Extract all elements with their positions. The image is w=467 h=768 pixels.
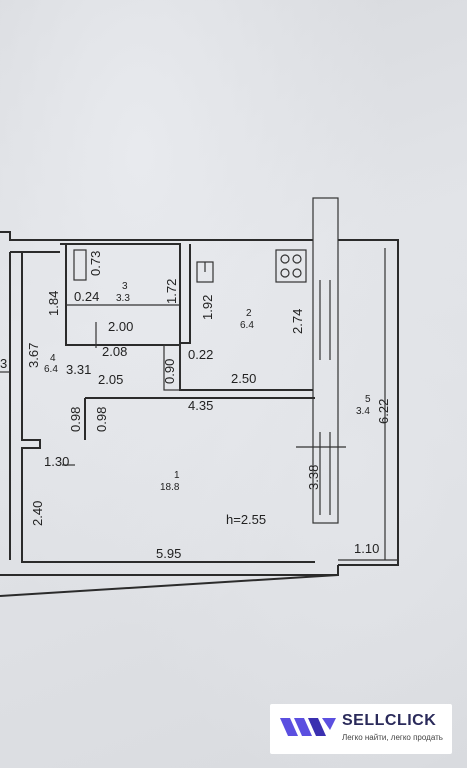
room-1-number: 1 [174, 470, 180, 481]
dim-073: 0.73 [88, 251, 103, 276]
dim-172: 1.72 [164, 279, 179, 304]
dim-024: 0.24 [74, 289, 99, 304]
dim-250: 2.50 [231, 371, 256, 386]
dim-274: 2.74 [290, 309, 305, 334]
dim-200: 2.00 [108, 319, 133, 334]
sellclick-tagline: Легко найти, легко продать [342, 733, 443, 742]
room-4-area: 6.4 [44, 364, 58, 375]
room-5-area: 3.4 [356, 406, 370, 417]
door-frame [163, 344, 181, 391]
dim-205: 2.05 [98, 372, 123, 387]
hall-inner-wall [21, 252, 315, 563]
dim-331: 3.31 [66, 362, 91, 377]
sellclick-watermark: SELLCLICK Легко найти, легко продать [270, 704, 452, 754]
dim-090: 0.90 [162, 359, 177, 384]
sellclick-logo-icon [280, 718, 336, 736]
stove-burner-2 [292, 254, 302, 264]
ceiling-height: h=2.55 [226, 512, 266, 527]
dim-338: 3.38 [306, 465, 321, 490]
stove-burner-3 [280, 268, 290, 278]
dim-110: 1.10 [354, 541, 379, 556]
room-2-number: 2 [246, 308, 252, 319]
outer-wall-right [338, 239, 399, 566]
outer-wall-top [0, 231, 313, 241]
dim-595: 5.95 [156, 546, 181, 561]
dim-192: 1.92 [200, 295, 215, 320]
room-1-area: 18.8 [160, 482, 180, 493]
dim-098-left: 0.98 [68, 407, 83, 432]
dim-622: 6.22 [376, 399, 391, 424]
sellclick-brand: SELLCLICK [342, 712, 437, 729]
dim-240: 2.40 [30, 501, 45, 526]
dim-184: 1.84 [46, 291, 61, 316]
dim-022: 0.22 [188, 347, 213, 362]
room-4-number: 4 [50, 353, 56, 364]
dim-3: 3 [0, 356, 7, 371]
dim-098-right: 0.98 [94, 407, 109, 432]
room-3-number: 3 [122, 281, 128, 292]
stove-burner-4 [292, 268, 302, 278]
lower-wall-line [0, 574, 339, 597]
stove-burner-1 [280, 254, 290, 264]
dim-435: 4.35 [188, 398, 213, 413]
balcony-window-column [312, 197, 339, 524]
outer-wall-bottom [0, 565, 339, 576]
kitchen-walls [179, 244, 313, 391]
room-3-area: 3.3 [116, 293, 130, 304]
stove [275, 249, 307, 283]
dim-208: 2.08 [102, 344, 127, 359]
dim-367: 3.67 [26, 343, 41, 368]
room-2-area: 6.4 [240, 320, 254, 331]
dim-130: 1.30 [44, 454, 69, 469]
room-5-number: 5 [365, 394, 371, 405]
bath-fixture [73, 249, 87, 281]
